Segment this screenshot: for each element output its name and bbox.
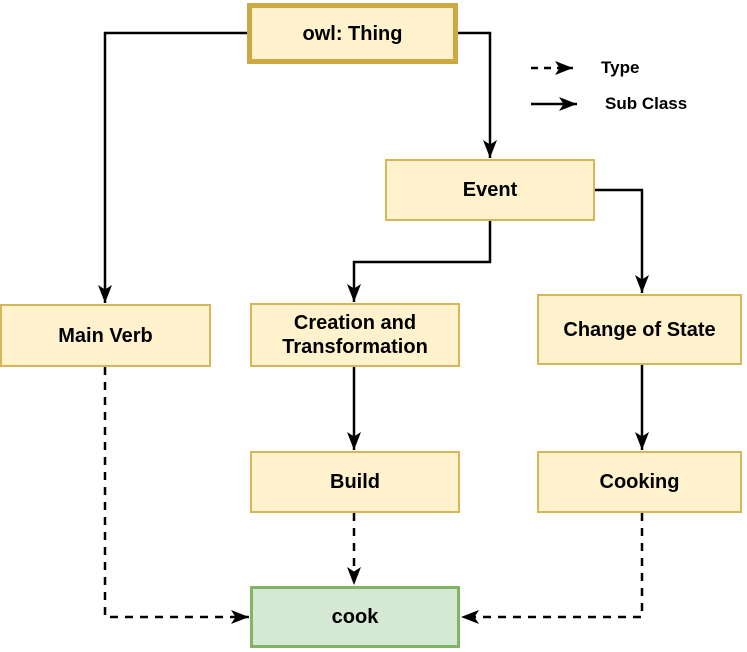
edge-event-creation [347,221,492,302]
node-cook: cook [250,586,460,648]
edge-event-changeofstate [595,188,649,293]
node-event-label: Event [462,179,518,201]
node-change-of-state-label: Change of State [563,318,716,341]
node-build-label: Build [330,471,380,493]
legend-row-subclass: Sub Class [530,93,687,115]
legend: Type Sub Class [530,57,687,129]
node-owl-thing: owl: Thing [247,3,458,64]
edge-owlthing-mainverb [98,31,247,303]
legend-row-type: Type [530,57,687,79]
node-main-verb: Main Verb [0,304,211,367]
node-event: Event [385,159,595,221]
edge-owlthing-event [458,31,497,158]
dashed-arrow-icon [531,61,573,75]
node-cooking-label: Cooking [599,471,680,493]
node-cooking: Cooking [537,451,742,513]
node-owl-thing-label: owl: Thing [302,22,403,45]
node-main-verb-label: Main Verb [58,324,153,347]
solid-arrow-icon [531,97,577,111]
legend-type-label: Type [601,58,640,77]
edge-cooking-cook [461,513,644,624]
node-build: Build [250,451,460,513]
node-creation-and-transformation: Creation and Transformation [250,303,460,367]
legend-subclass-label: Sub Class [605,94,688,113]
node-cook-label: cook [331,606,379,628]
edge-mainverb-cook [103,367,249,624]
node-change-of-state: Change of State [537,294,742,365]
node-creation-and-transformation-label: Creation and Transformation [282,312,428,358]
